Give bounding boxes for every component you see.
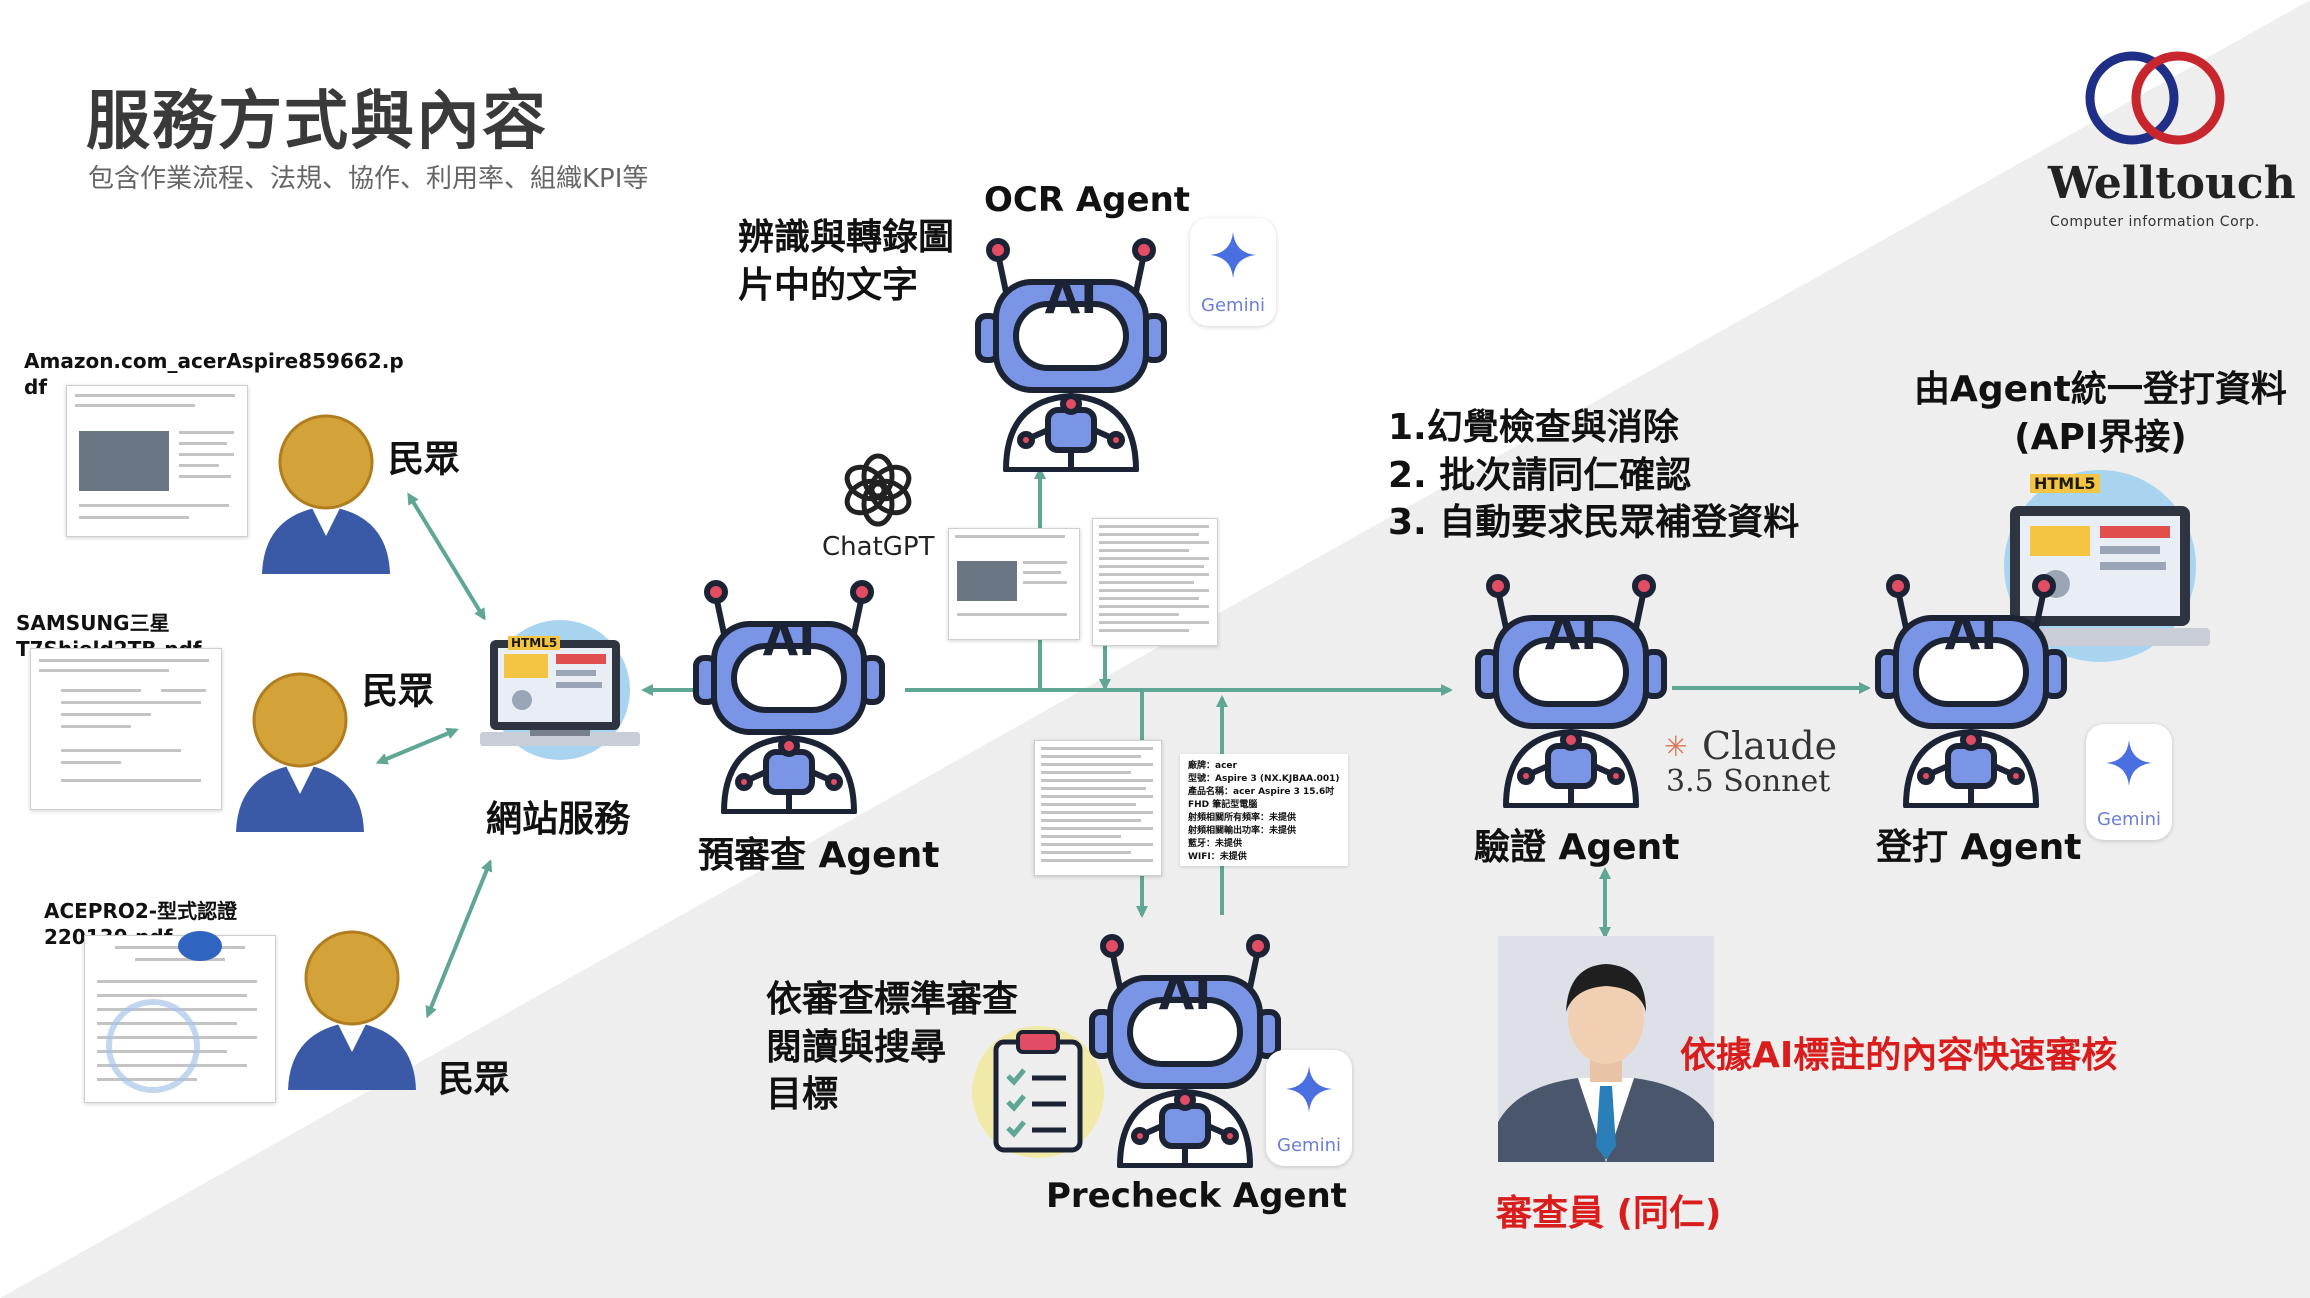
robot-ai-badge: AI [762,612,816,666]
document-thumbnail-ocr-output[interactable] [1092,518,1218,646]
precheck-review-agent-label: 預審查 Agent [698,835,940,876]
citizen-avatar-icon [262,414,390,574]
chatgpt-label: ChatGPT [822,532,935,562]
verify-robot-icon [1475,574,1667,808]
html5-tag: HTML5 [508,636,561,650]
ocr-agent-description: 辨識與轉錄圖 片中的文字 [738,217,955,306]
claude-asterisk-icon: ✳ [1664,730,1688,763]
ocr-agent-label: OCR Agent [984,180,1191,220]
logo-tagline: Computer information Corp. [2050,214,2260,230]
gemini-star-icon [2106,740,2152,786]
website-monitor-icon [480,620,640,760]
verify-agent-steps: 1.幻覺檢查與消除 2. 批次請同仁確認 3. 自動要求民眾補登資料 [1388,407,1800,544]
robot-ai-badge: AI [1158,966,1212,1020]
entry-robot-icon [1875,574,2067,808]
gemini-tile-precheck: Gemini [1266,1050,1352,1166]
arrow-citizen1-website [407,492,486,621]
claude-label: Claude [1702,724,1838,768]
arrow-citizen2-website [375,727,459,765]
extracted-data-note: 廠牌：acer 型號：Aspire 3 (NX.KJBAA.001) 產品名稱：… [1180,754,1348,866]
citizen-label: 民眾 [438,1059,511,1100]
robot-ai-badge: AI [1044,270,1098,324]
gemini-label: Gemini [2097,809,2161,830]
reviewer-avatar-icon [1498,964,1714,1162]
page-title: 服務方式與內容 [86,85,548,159]
gemini-tile-ocr: Gemini [1190,218,1276,326]
arrow-citizen3-website [425,859,493,1019]
citizen-label: 民眾 [362,671,435,712]
entry-agent-label: 登打 Agent [1876,827,2082,868]
citizen-label: 民眾 [388,439,461,480]
watermark-seal-icon [106,999,200,1093]
gemini-tile-entry: Gemini [2086,724,2172,840]
gemini-label: Gemini [1201,295,1265,316]
website-service-label: 網站服務 [486,799,631,840]
robot-ai-badge: AI [1544,606,1598,660]
gemini-star-icon [1210,232,1256,278]
reviewer-portrait [1498,936,1714,1162]
robot-ai-badge: AI [1944,606,1998,660]
claude-version-label: 3.5 Sonnet [1666,764,1831,799]
verify-agent-label: 驗證 Agent [1474,827,1680,868]
ocr-robot-icon [975,238,1167,472]
citizen-avatar-icon [236,672,364,832]
chatgpt-logo-icon [844,453,912,527]
precheck-agent-description: 依審查標準審查 閱讀與搜尋 目標 [766,979,1019,1116]
precheck-review-robot-icon [693,580,885,814]
entry-system-monitor-icon [1990,470,2210,662]
taf-badge-icon [178,931,222,961]
entry-agent-description: 由Agent統一登打資料 (API界接) [1914,369,2287,458]
reviewer-label: 審查員 (同仁) [1496,1193,1722,1234]
gemini-star-icon [1286,1066,1332,1112]
checklist-clipboard-icon [972,1026,1104,1158]
reviewer-note: 依據AI標註的內容快速審核 [1680,1035,2118,1076]
document-thumbnail-samsung[interactable] [30,648,222,810]
logo-name: Welltouch [2048,158,2296,209]
precheck-robot-icon [1089,934,1281,1168]
welltouch-logo-icon [2085,51,2225,145]
page-subtitle: 包含作業流程、法規、協作、利用率、組織KPI等 [88,164,649,194]
document-thumbnail-amazon[interactable] [66,385,248,537]
document-thumbnail-ocr-input[interactable] [948,528,1080,640]
precheck-agent-label: Precheck Agent [1046,1176,1347,1216]
document-thumbnail-precheck-input[interactable] [1034,740,1162,876]
gemini-label: Gemini [1277,1135,1341,1156]
document-label-amazon: Amazon.com_acerAspire859662.p df [24,349,404,400]
document-thumbnail-acepro[interactable] [84,935,276,1103]
citizen-avatar-icon [288,930,416,1090]
html5-tag: HTML5 [2030,474,2100,493]
